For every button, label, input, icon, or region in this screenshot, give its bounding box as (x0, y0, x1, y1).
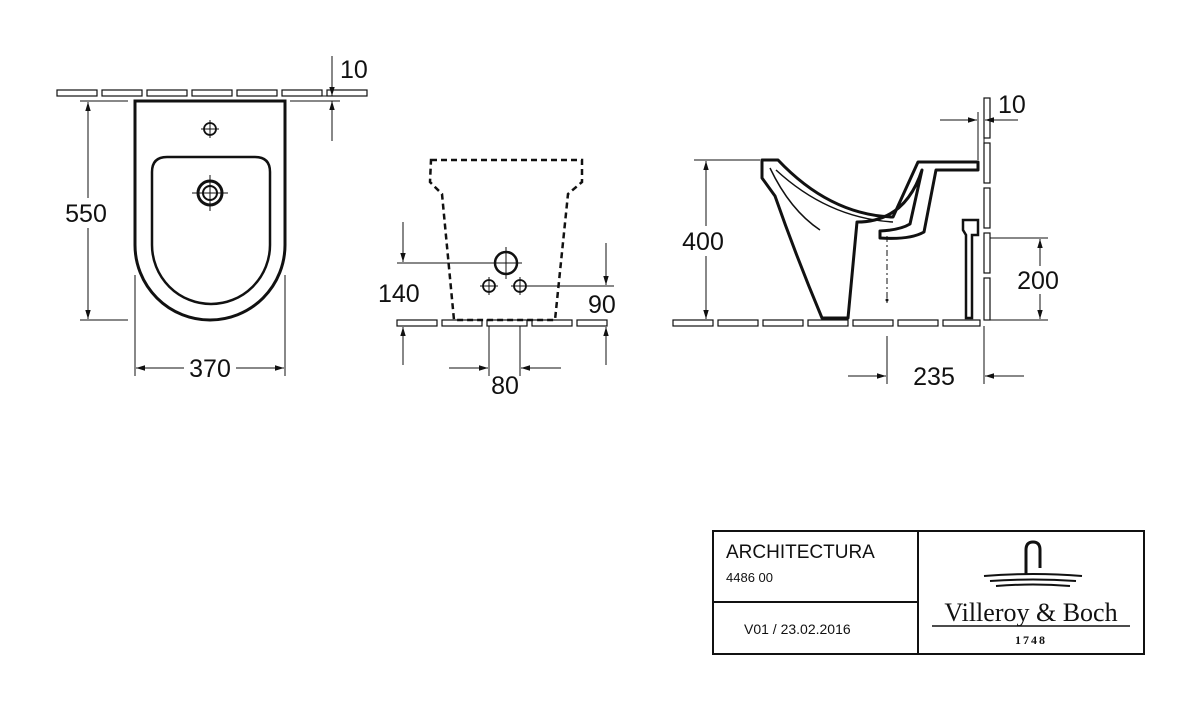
dim-label-80: 80 (491, 372, 519, 400)
dim-200 (990, 237, 1048, 321)
bowl-inner-line-side (769, 167, 894, 231)
dim-label-140: 140 (378, 280, 420, 308)
dim-label-200: 200 (1017, 267, 1059, 295)
dim-label-10-side: 10 (998, 91, 1026, 119)
dim-10-side (940, 112, 1018, 160)
dim-550 (80, 100, 128, 321)
tap-logo-icon (983, 540, 1083, 587)
fixing-hole-left-icon (480, 277, 498, 295)
drain-icon (192, 175, 228, 211)
dim-label-90: 90 (588, 291, 616, 319)
brand-year: 1748 (1015, 633, 1047, 647)
rear-view: 140 90 80 (378, 158, 616, 400)
dim-label-370: 370 (189, 355, 231, 383)
wall-hatch-top (56, 89, 368, 97)
dim-label-10-top: 10 (340, 56, 368, 84)
floor-hatch-side (672, 319, 981, 327)
top-view: 10 550 370 (56, 56, 368, 383)
supply-connection-icon (490, 247, 522, 279)
title-block: ARCHITECTURA 4486 00 V01 / 23.02.2016 Vi… (712, 530, 1145, 655)
fixing-hole-right-icon (511, 277, 529, 295)
dim-235 (848, 326, 1024, 384)
dim-140 (397, 222, 494, 365)
wall-hatch-side (983, 97, 991, 321)
bidet-dashed-outline-rear (428, 158, 584, 322)
side-view: 10 400 200 235 (672, 91, 1059, 391)
dim-370 (134, 275, 286, 376)
article-number: 4486 00 (726, 570, 773, 585)
dim-90 (527, 243, 614, 365)
dim-400 (694, 159, 760, 319)
product-name: ARCHITECTURA (726, 542, 875, 563)
version-date: V01 / 23.02.2016 (744, 621, 851, 637)
bowl-outline-top (150, 155, 272, 306)
dim-label-550: 550 (65, 200, 107, 228)
tap-hole-icon (201, 120, 219, 138)
dim-label-235: 235 (913, 363, 955, 391)
anchor-point-side (885, 298, 889, 302)
outlet-profile-side (961, 218, 980, 320)
bidet-outline-top (133, 99, 287, 322)
dim-80 (449, 326, 561, 376)
dim-label-400: 400 (682, 228, 724, 256)
dim-10-top (290, 56, 340, 141)
brand-name: Villeroy & Boch (944, 598, 1117, 627)
bidet-profile-side (760, 158, 980, 320)
